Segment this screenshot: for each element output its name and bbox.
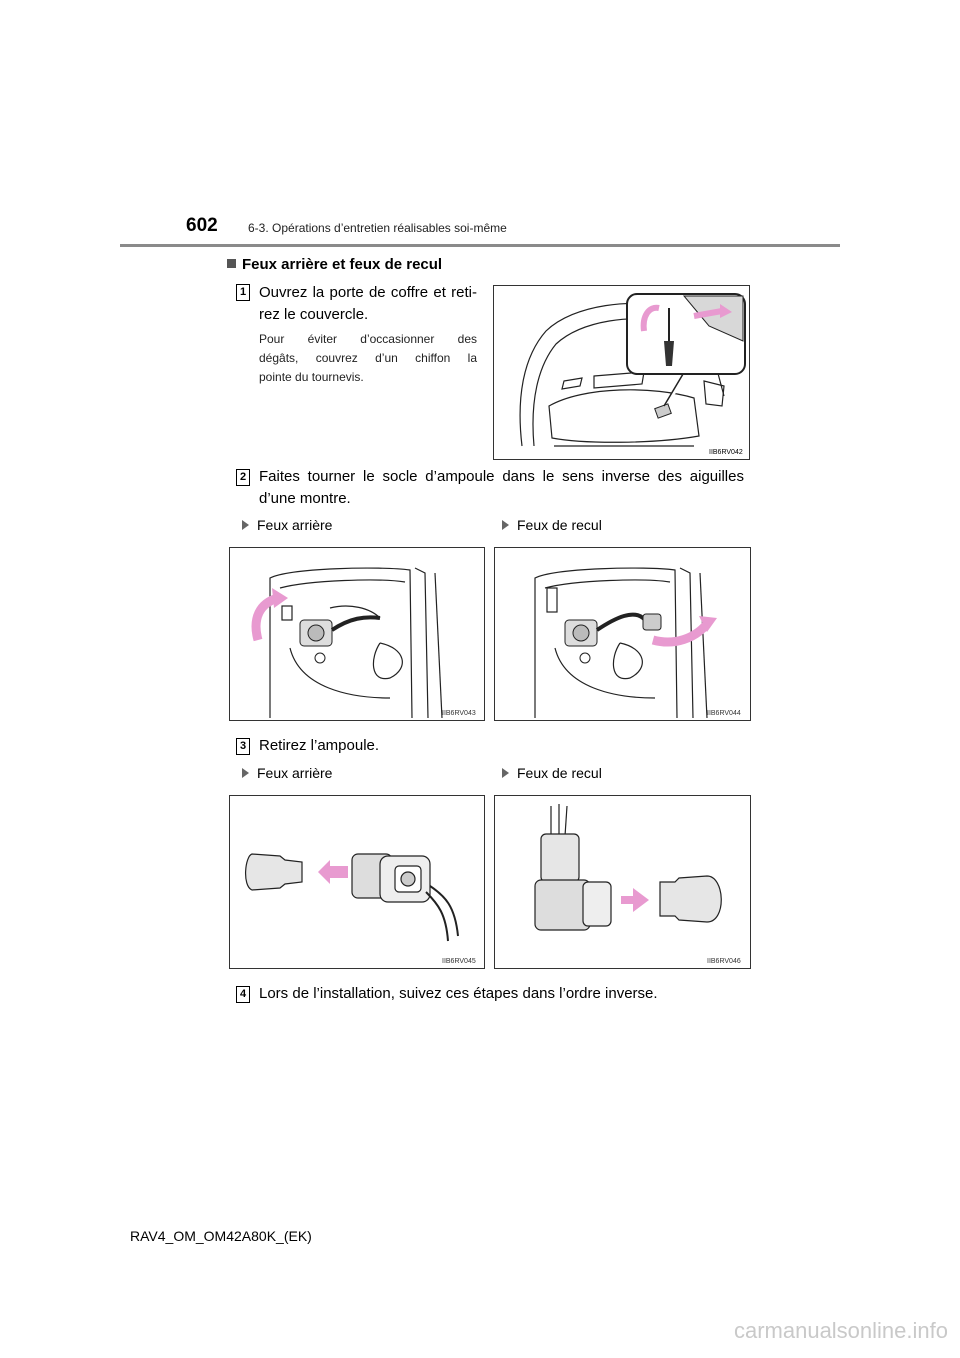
square-bullet-icon (227, 259, 236, 268)
label-rear-lights: Feux arrière (242, 517, 332, 533)
figure-remove-rear-bulb: IIB6RV045 (229, 795, 485, 969)
step-number-4: 4 (236, 986, 250, 1003)
figure-code-4: IIB6RV045 (442, 958, 476, 965)
rear-bulb-illustration: IIB6RV045 (245, 853, 476, 965)
label-rear-lights-2: Feux arrière (242, 765, 332, 781)
step-3-text: Retirez l’ampoule. (259, 737, 380, 754)
footer-code: RAV4_OM_OM42A80K_(EK) (130, 1228, 312, 1244)
tailgate-illustration: IIB6RV042 (519, 293, 746, 456)
figure-code-5: IIB6RV046 (707, 958, 741, 965)
figure-code-1: IIB6RV042 (709, 449, 743, 456)
step-number-3: 3 (236, 738, 250, 755)
label-reverse-lights-2: Feux de recul (502, 765, 602, 781)
figure-tailgate: IIB6RV042 (493, 285, 750, 460)
step-2-line1: Faites tourner le socle d’ampoule dans l… (259, 468, 744, 485)
step-1-note-line2: dégâts, couvrez d’un chiffon la (259, 351, 477, 365)
figure-rotate-reverse-socket: IIB6RV044 (494, 547, 751, 721)
step-1-note-line1: Pour éviter d’occasionner des (259, 332, 477, 346)
figure-code-3: IIB6RV044 (707, 710, 741, 717)
heading: Feux arrière et feux de recul (227, 256, 442, 273)
step-1-line1: Ouvrez la porte de coffre et reti- (259, 284, 477, 301)
triangle-bullet-icon (242, 520, 249, 530)
heading-text: Feux arrière et feux de recul (242, 256, 443, 273)
figure-code-2: IIB6RV043 (442, 710, 476, 717)
label-reverse-lights-2-text: Feux de recul (517, 765, 602, 781)
label-rear-lights-text: Feux arrière (257, 517, 333, 533)
rear-socket-illustration: IIB6RV043 (251, 567, 476, 719)
watermark: carmanualsonline.info (733, 1318, 948, 1343)
triangle-bullet-icon (502, 768, 509, 778)
step-1-note-line3: pointe du tournevis. (259, 370, 364, 384)
step-1-line2: rez le couvercle. (259, 306, 369, 323)
triangle-bullet-icon (502, 520, 509, 530)
reverse-bulb-illustration: IIB6RV046 (534, 804, 741, 965)
step-number-1: 1 (236, 284, 250, 301)
label-rear-lights-2-text: Feux arrière (257, 765, 333, 781)
figure-rotate-rear-socket: IIB6RV043 (229, 547, 485, 721)
triangle-bullet-icon (242, 768, 249, 778)
reverse-socket-illustration: IIB6RV044 (534, 567, 741, 719)
section-title: 6-3. Opérations d’entretien réalisables … (248, 221, 507, 235)
step-2-line2: d’une montre. (259, 490, 351, 507)
step-number-2: 2 (236, 469, 250, 486)
page-number: 602 (186, 215, 218, 236)
figure-remove-reverse-bulb: IIB6RV046 (494, 795, 751, 969)
header-rule (120, 244, 840, 247)
label-reverse-lights-text: Feux de recul (517, 517, 602, 533)
step-4-text: Lors de l’installation, suivez ces étape… (259, 985, 658, 1002)
label-reverse-lights: Feux de recul (502, 517, 602, 533)
